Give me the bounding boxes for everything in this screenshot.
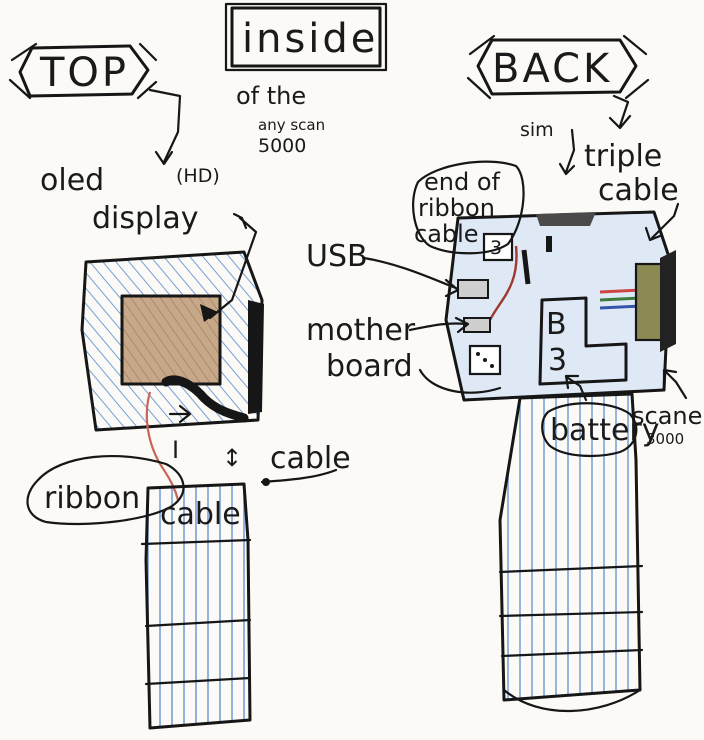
usb-label-text: USB (306, 239, 368, 274)
back-view-device: 3 B 3 (446, 212, 676, 711)
board-label-text: board (326, 349, 413, 384)
back-title-text: BACK (492, 46, 612, 92)
ribbon-back-label-text: ribbon (418, 194, 495, 222)
battery-b-text: B (546, 307, 567, 342)
top-title-text: TOP (39, 50, 129, 96)
scanner-label-text: scaner (632, 402, 704, 430)
inside-subtitle-any-scan: any scan (258, 116, 325, 134)
sim-label-text: sim (520, 119, 554, 141)
end-of-label-text: end of (424, 168, 501, 196)
top-view-marker-i: I (172, 436, 179, 464)
scanner-model-text: 3000 (646, 430, 684, 448)
inside-title: inside of the any scan 5000 (226, 4, 386, 157)
cable-label-text: cable (270, 441, 351, 476)
battery-3-text: 3 (548, 343, 567, 378)
oled-label-text: oled (40, 163, 104, 198)
top-view-marker-arrow: ↕ (222, 444, 242, 472)
ribbon-cable-label-text: cable (160, 497, 241, 532)
top-title: TOP (10, 44, 156, 98)
inside-title-text: inside (242, 16, 378, 62)
back-title: BACK (468, 36, 648, 98)
mother-label-text: mother (306, 313, 416, 348)
sim-label: sim (520, 119, 574, 174)
inside-subtitle-of-the: of the (236, 82, 306, 110)
inside-subtitle-model: 5000 (258, 135, 306, 157)
oled-screen (122, 296, 220, 384)
ribbon-back-cable-label-text: cable (414, 220, 479, 248)
display-label-text: display (92, 201, 199, 236)
top-arrow (150, 90, 180, 162)
ribbon-label-text: ribbon (44, 481, 140, 516)
cable-label: cable (262, 441, 351, 486)
triple-label-text: triple (584, 139, 662, 174)
triple-cable-label-text: cable (598, 173, 679, 208)
hd-label-text: (HD) (176, 165, 220, 187)
